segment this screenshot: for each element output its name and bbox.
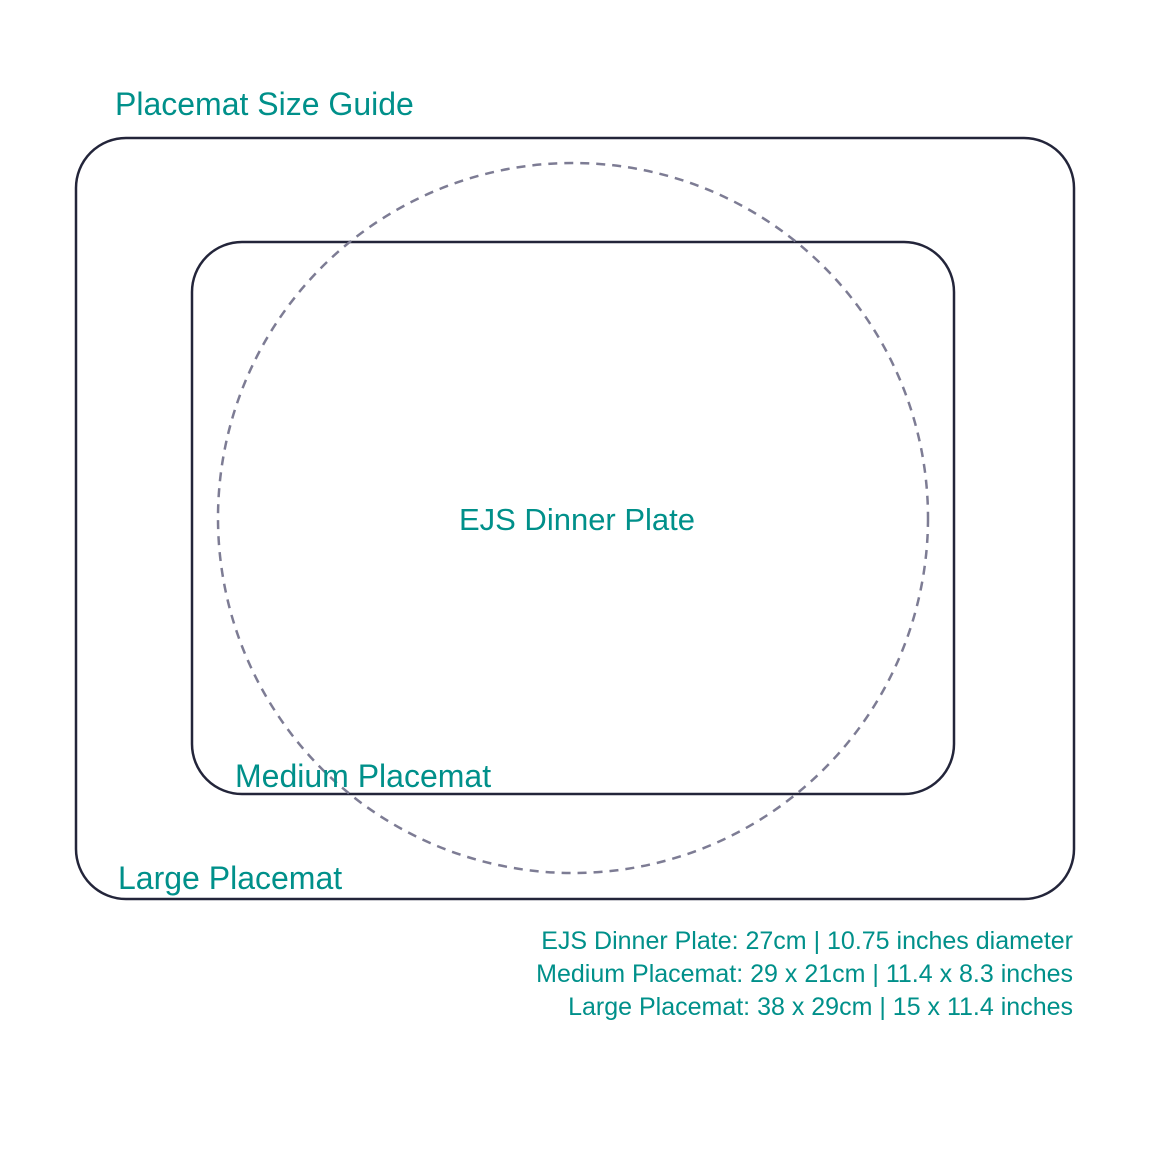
page-title: Placemat Size Guide [115,86,414,122]
large-placemat-outline [74,136,1076,901]
dinner-plate-label: EJS Dinner Plate [0,504,1150,535]
medium-placemat-label: Medium Placemat [235,758,492,794]
size-specs: EJS Dinner Plate: 27cm | 10.75 inches di… [536,925,1073,1024]
dinner-plate-label-text: EJS Dinner Plate [458,502,696,537]
dinner-plate-outline [216,161,930,875]
medium-placemat-outline [190,240,956,796]
large-placemat-label: Large Placemat [118,860,343,896]
spec-large: Large Placemat: 38 x 29cm | 15 x 11.4 in… [568,993,1073,1021]
spec-medium: Medium Placemat: 29 x 21cm | 11.4 x 8.3 … [536,960,1073,988]
spec-plate: EJS Dinner Plate: 27cm | 10.75 inches di… [541,927,1073,955]
